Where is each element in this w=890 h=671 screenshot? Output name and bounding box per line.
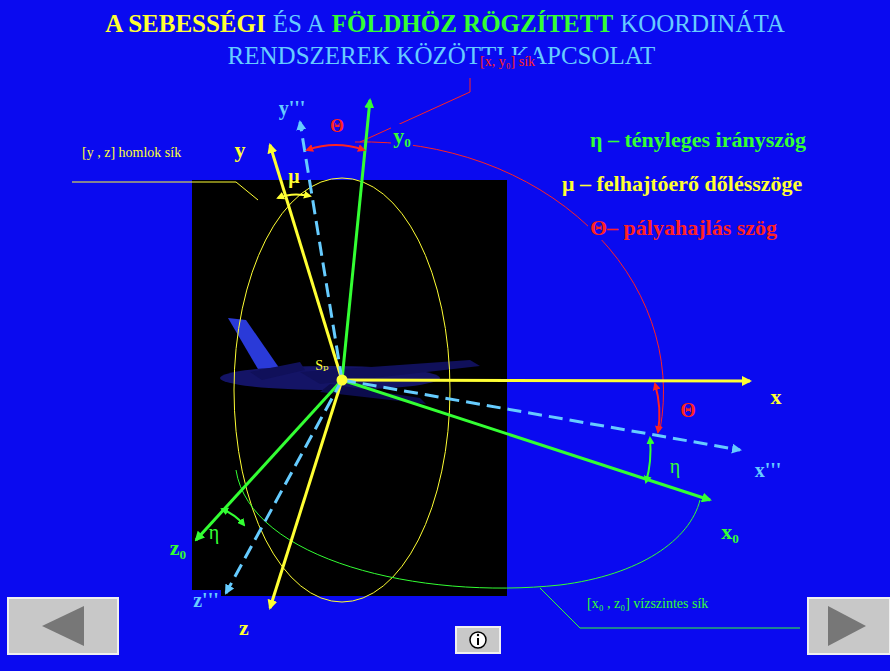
angle-label: η	[209, 522, 219, 543]
info-icon	[477, 638, 479, 645]
axis-label: y'''	[277, 98, 308, 119]
title-part: A SEBESSÉGI	[105, 10, 266, 37]
x-axis	[342, 380, 750, 381]
info-button	[456, 627, 500, 653]
prev-button	[8, 598, 118, 654]
button-arrow	[828, 606, 866, 646]
theta-angle-arc	[307, 145, 364, 150]
leader-line	[72, 182, 258, 200]
theta-angle-arc	[655, 384, 659, 432]
axis-label: x₀	[719, 520, 741, 543]
axis-label: z'''	[191, 590, 221, 611]
mu-angle-arc	[278, 194, 310, 198]
button-face	[808, 598, 890, 654]
eta-angle-arc	[646, 438, 651, 482]
angle-label: Θ	[678, 400, 698, 421]
point-label: Sₚ	[315, 359, 328, 374]
legend-line: Θ– pályahajlás szög	[588, 216, 779, 239]
eta-angle-arc	[222, 509, 244, 525]
centre-point	[337, 375, 348, 386]
next-button	[808, 598, 890, 654]
leader-line	[360, 78, 470, 142]
axis-label: x'''	[753, 460, 784, 481]
title: A SEBESSÉGIÉS AFÖLDHÖZ RÖGZÍTETTKOORDINÁ…	[25, 8, 865, 72]
axis-label: y₀	[391, 124, 413, 147]
info-icon	[477, 634, 479, 636]
leader-line	[540, 588, 800, 628]
axis-label: z	[237, 616, 251, 639]
horizontal-plane-arc	[236, 470, 700, 588]
aircraft-silhouette	[220, 318, 480, 404]
legend-line: μ – felhajtóerő dőlésszöge	[560, 172, 804, 195]
button-arrow	[42, 606, 84, 646]
y3-axis	[300, 122, 342, 380]
y-axis	[270, 145, 342, 380]
y0-axis	[342, 100, 370, 380]
axis-label: y	[233, 138, 248, 161]
button-face	[8, 598, 118, 654]
button-face	[456, 627, 500, 653]
axis-label: x	[769, 385, 784, 408]
frontal-plane	[234, 178, 450, 602]
plane-label: [x₀ , z₀] vízszintes sík	[585, 597, 710, 612]
tail-plane	[250, 362, 305, 380]
plane-label: [x, y₀] sík	[478, 55, 537, 70]
angle-label: η	[668, 456, 682, 477]
angle-label: μ	[288, 166, 299, 187]
axis-label: z₀	[168, 536, 188, 559]
x3-axis	[342, 380, 740, 450]
z3-axis	[226, 380, 342, 593]
plane-label: [y , z] homlok sík	[80, 146, 183, 161]
legend-line: η – tényleges irányszög	[588, 128, 808, 151]
info-icon	[470, 632, 486, 648]
photo-panel	[192, 180, 507, 596]
x0-axis	[342, 380, 710, 500]
title-part: FÖLDHÖZ RÖGZÍTETT	[332, 10, 613, 37]
title-part: ÉS A	[273, 10, 325, 37]
angle-label: Θ	[330, 117, 344, 136]
